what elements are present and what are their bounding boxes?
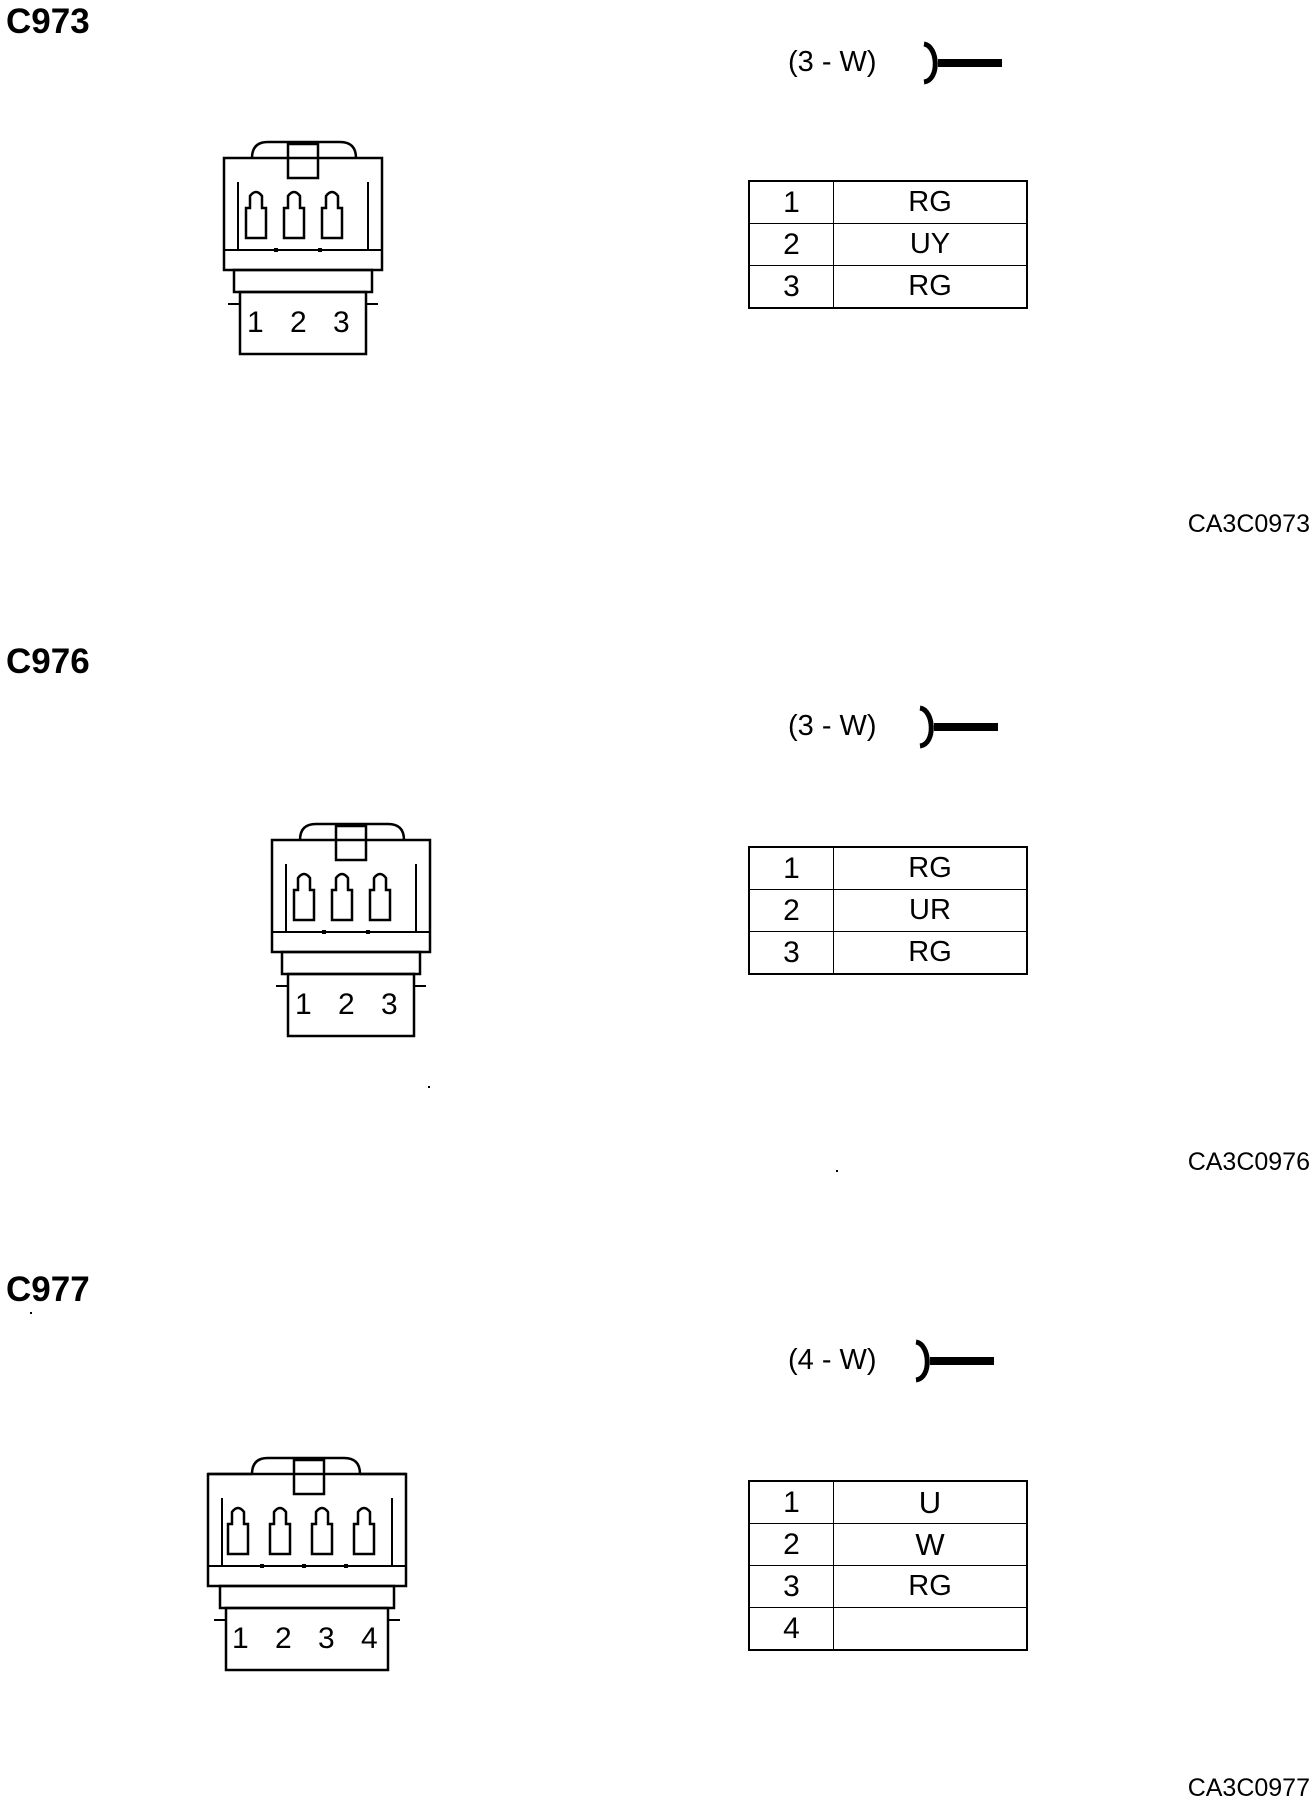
pin-number: 2 [748, 1523, 834, 1566]
wire-color: U [833, 1480, 1028, 1524]
pin-number-label: 2 [338, 988, 355, 1021]
pin-number-label: 3 [381, 988, 398, 1021]
wire-color: RG [833, 931, 1028, 975]
connector-face-drawing [266, 820, 436, 1040]
connector-section-c973: C973 (3 - W) 1 2 3 1 [0, 0, 1312, 640]
wire-color: W [833, 1523, 1028, 1566]
pin-wire-table: 1 RG 2 UY 3 RG [748, 180, 1028, 309]
pin-number-label: 4 [361, 1622, 378, 1655]
table-row: 3 RG [748, 1565, 1028, 1608]
pin-number: 1 [748, 180, 834, 224]
scan-speck [836, 1170, 838, 1172]
connector-section-c976: C976 (3 - W) 1 2 3 1 [0, 640, 1312, 1280]
wire-color: UR [833, 889, 1028, 932]
table-row: 1 RG [748, 846, 1028, 890]
scan-speck [30, 1312, 32, 1314]
wire-color [833, 1607, 1028, 1651]
connector-spec: (3 - W) [788, 46, 877, 78]
pin-number: 2 [748, 223, 834, 266]
connector-spec: (4 - W) [788, 1344, 877, 1376]
pin-number: 2 [748, 889, 834, 932]
table-row: 1 RG [748, 180, 1028, 224]
wire-color: RG [833, 846, 1028, 890]
pin-number-label: 1 [247, 306, 264, 339]
pin-number: 3 [748, 265, 834, 309]
connector-id: C976 [6, 642, 90, 681]
scan-speck [428, 1086, 430, 1088]
pin-number-label: 2 [290, 306, 307, 339]
connector-face-drawing [204, 1454, 414, 1674]
table-row: 3 RG [748, 931, 1028, 975]
connector-section-c977: C977 (4 - W) 1 2 [0, 1268, 1312, 1806]
wire-color: RG [833, 180, 1028, 224]
pin-number: 1 [748, 1480, 834, 1524]
connector-face-drawing [218, 138, 388, 358]
pin-number: 4 [748, 1607, 834, 1651]
pin-number: 1 [748, 846, 834, 890]
diagram-code: CA3C0973 [1187, 510, 1310, 538]
pin-number-label: 1 [232, 1622, 249, 1655]
pin-number: 3 [748, 1565, 834, 1608]
pin-number: 3 [748, 931, 834, 975]
table-row: 2 UY [748, 223, 1028, 266]
pin-wire-table: 1 U 2 W 3 RG 4 [748, 1480, 1028, 1651]
diagram-code: CA3C0977 [1187, 1774, 1310, 1802]
table-row: 4 [748, 1607, 1028, 1651]
table-row: 3 RG [748, 265, 1028, 309]
plug-symbol-icon [910, 1338, 994, 1384]
pin-wire-table: 1 RG 2 UR 3 RG [748, 846, 1028, 975]
wire-color: RG [833, 265, 1028, 309]
connector-id: C977 [6, 1270, 90, 1309]
wire-color: RG [833, 1565, 1028, 1608]
table-row: 2 UR [748, 889, 1028, 932]
pin-number-label: 3 [333, 306, 350, 339]
table-row: 2 W [748, 1523, 1028, 1566]
plug-symbol-icon [914, 704, 998, 750]
connector-id: C973 [6, 2, 90, 41]
diagram-code: CA3C0976 [1187, 1148, 1310, 1176]
connector-spec: (3 - W) [788, 710, 877, 742]
table-row: 1 U [748, 1480, 1028, 1524]
pin-number-label: 3 [318, 1622, 335, 1655]
plug-symbol-icon [918, 40, 1002, 86]
pin-number-label: 1 [295, 988, 312, 1021]
pin-number-label: 2 [275, 1622, 292, 1655]
wire-color: UY [833, 223, 1028, 266]
